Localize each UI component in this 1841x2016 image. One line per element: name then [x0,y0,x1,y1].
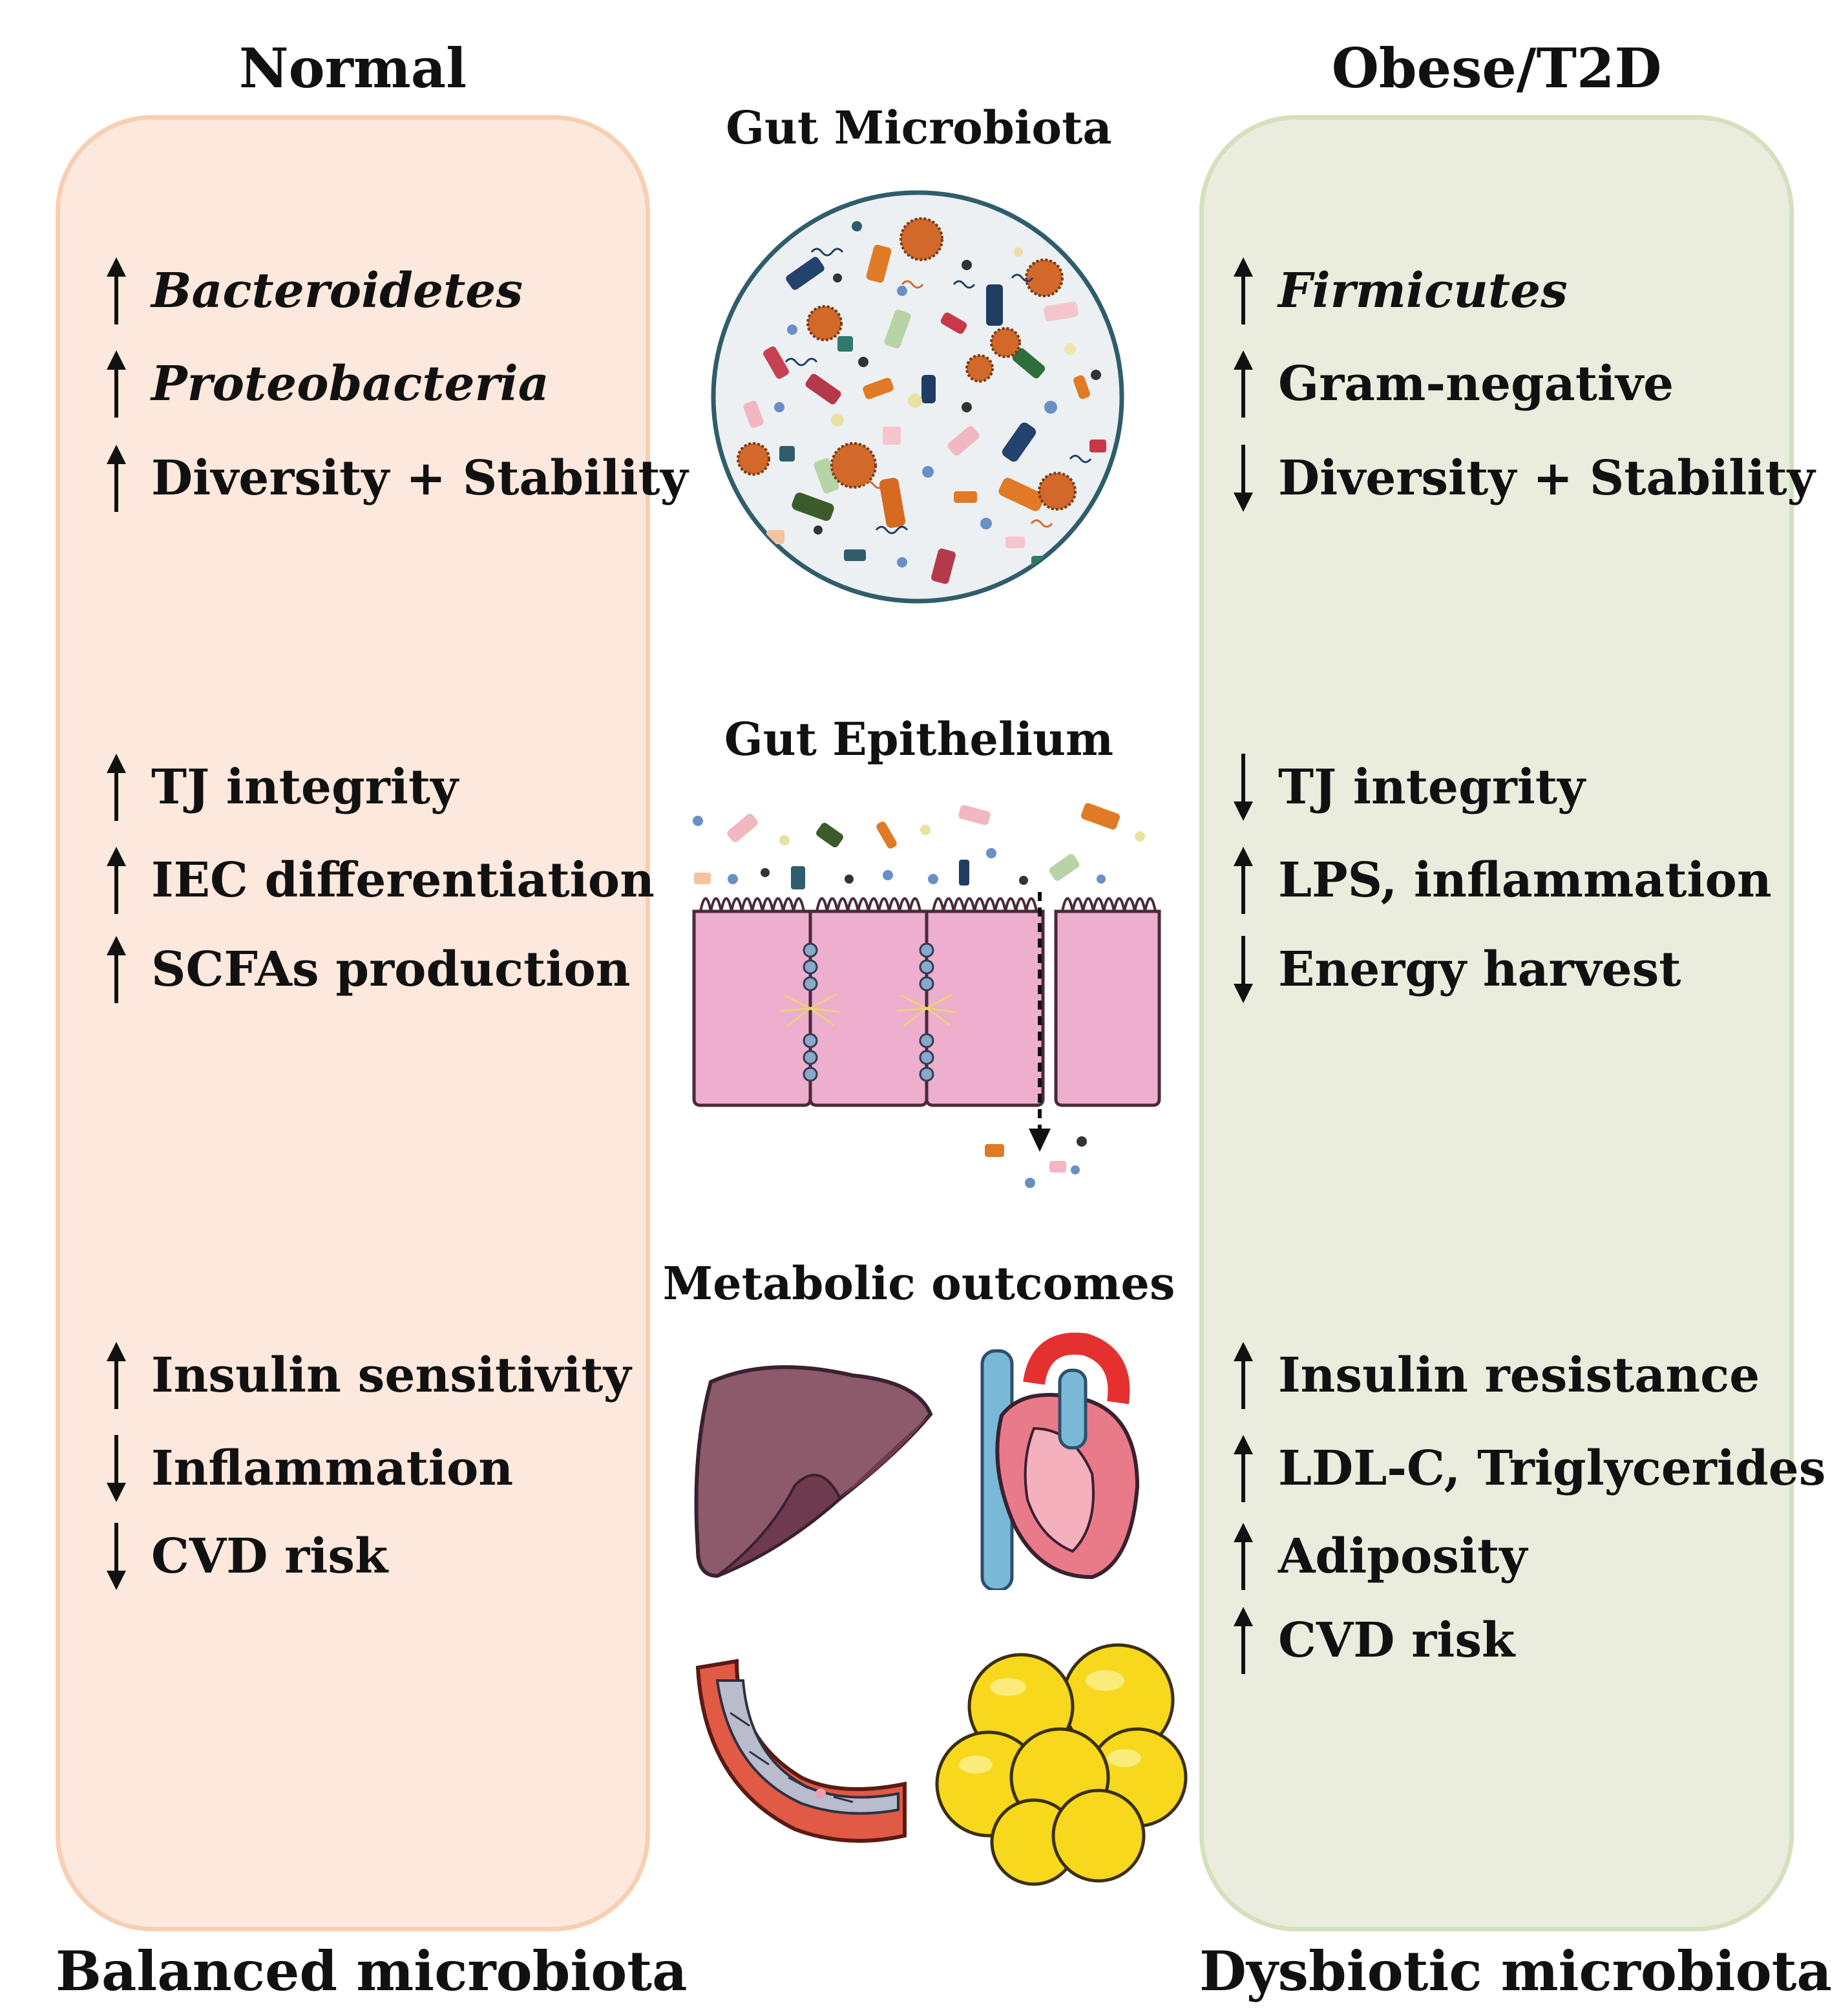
left-item: TJ integrity [103,754,458,821]
arrow-up-icon [1234,1435,1253,1502]
right-item: CVD risk [1230,1607,1515,1674]
arrow-up-icon [107,936,126,1003]
item-label: Bacteroidetes [151,263,523,319]
item-label: Inflammation [151,1441,514,1496]
balanced-microbiota-label: Balanced microbiota [56,1939,688,2003]
obese-t2d-panel [1199,115,1794,1931]
arrow-down-icon [1234,754,1253,821]
arrow-up-icon [1234,847,1253,914]
arrow-up-icon [107,257,126,324]
right-item: LPS, inflammation [1230,847,1772,914]
artery-icon [695,1659,907,1843]
item-label: CVD risk [151,1529,388,1584]
arrow-down-icon [107,1435,126,1502]
right-item: TJ integrity [1230,754,1585,821]
item-label: Firmicutes [1278,263,1568,319]
item-label: CVD risk [1278,1613,1515,1668]
item-label: LPS, inflammation [1278,853,1772,908]
left-item: Proteobacteria [103,350,549,418]
normal-panel [56,115,650,1931]
right-column-title: Obese/T2D [1331,36,1662,100]
item-label: Diversity + Stability [151,451,688,506]
left-item: CVD risk [103,1523,388,1590]
right-item: Diversity + Stability [1230,445,1815,512]
adipocytes-icon [935,1643,1188,1886]
metabolic-outcomes-title: Metabolic outcomes [662,1257,1175,1310]
arrow-up-icon [1234,350,1253,418]
right-item: Gram-negative [1230,350,1674,418]
left-item: Bacteroidetes [103,257,523,324]
left-item: SCFAs production [103,936,631,1003]
item-label: Insulin sensitivity [151,1348,631,1403]
arrow-up-icon [1234,1607,1253,1674]
item-label: Insulin resistance [1278,1348,1760,1403]
left-item: Inflammation [103,1435,513,1502]
item-label: Energy harvest [1278,942,1681,997]
arrow-up-icon [1234,1342,1253,1409]
right-item: Adiposity [1230,1523,1527,1590]
epithelium-cells-icon [692,803,1161,1188]
microbiota-circle-icon [711,190,1124,604]
heart-icon [980,1332,1140,1590]
item-label: TJ integrity [151,759,459,815]
liver-icon [694,1365,933,1578]
dysbiotic-microbiota-label: Dysbiotic microbiota [1199,1939,1832,2003]
left-item: Diversity + Stability [103,445,688,512]
gut-epithelium-title: Gut Epithelium [724,712,1114,766]
item-label: IEC differentiation [151,853,655,908]
arrow-down-icon [1234,936,1253,1003]
arrow-up-icon [107,847,126,914]
item-label: SCFAs production [151,942,631,997]
right-item: Energy harvest [1230,936,1681,1003]
right-item: LDL-C, Triglycerides [1230,1435,1825,1502]
arrow-up-icon [107,1342,126,1409]
arrow-up-icon [107,445,126,512]
item-label: Proteobacteria [151,356,549,412]
left-item: Insulin sensitivity [103,1342,631,1409]
arrow-up-icon [1234,1523,1253,1590]
item-label: TJ integrity [1278,759,1586,815]
right-item: Insulin resistance [1230,1342,1760,1409]
item-label: Gram-negative [1278,356,1674,412]
item-label: LDL-C, Triglycerides [1278,1441,1826,1496]
item-label: Adiposity [1278,1529,1528,1584]
item-label: Diversity + Stability [1278,451,1815,506]
arrow-up-icon [107,754,126,821]
arrow-up-icon [1234,257,1253,324]
arrow-down-icon [1234,445,1253,512]
left-item: IEC differentiation [103,847,655,914]
arrow-down-icon [107,1523,126,1590]
arrow-up-icon [107,350,126,418]
gut-microbiota-title: Gut Microbiota [726,101,1112,154]
left-column-title: Normal [238,36,467,100]
right-item: Firmicutes [1230,257,1568,324]
